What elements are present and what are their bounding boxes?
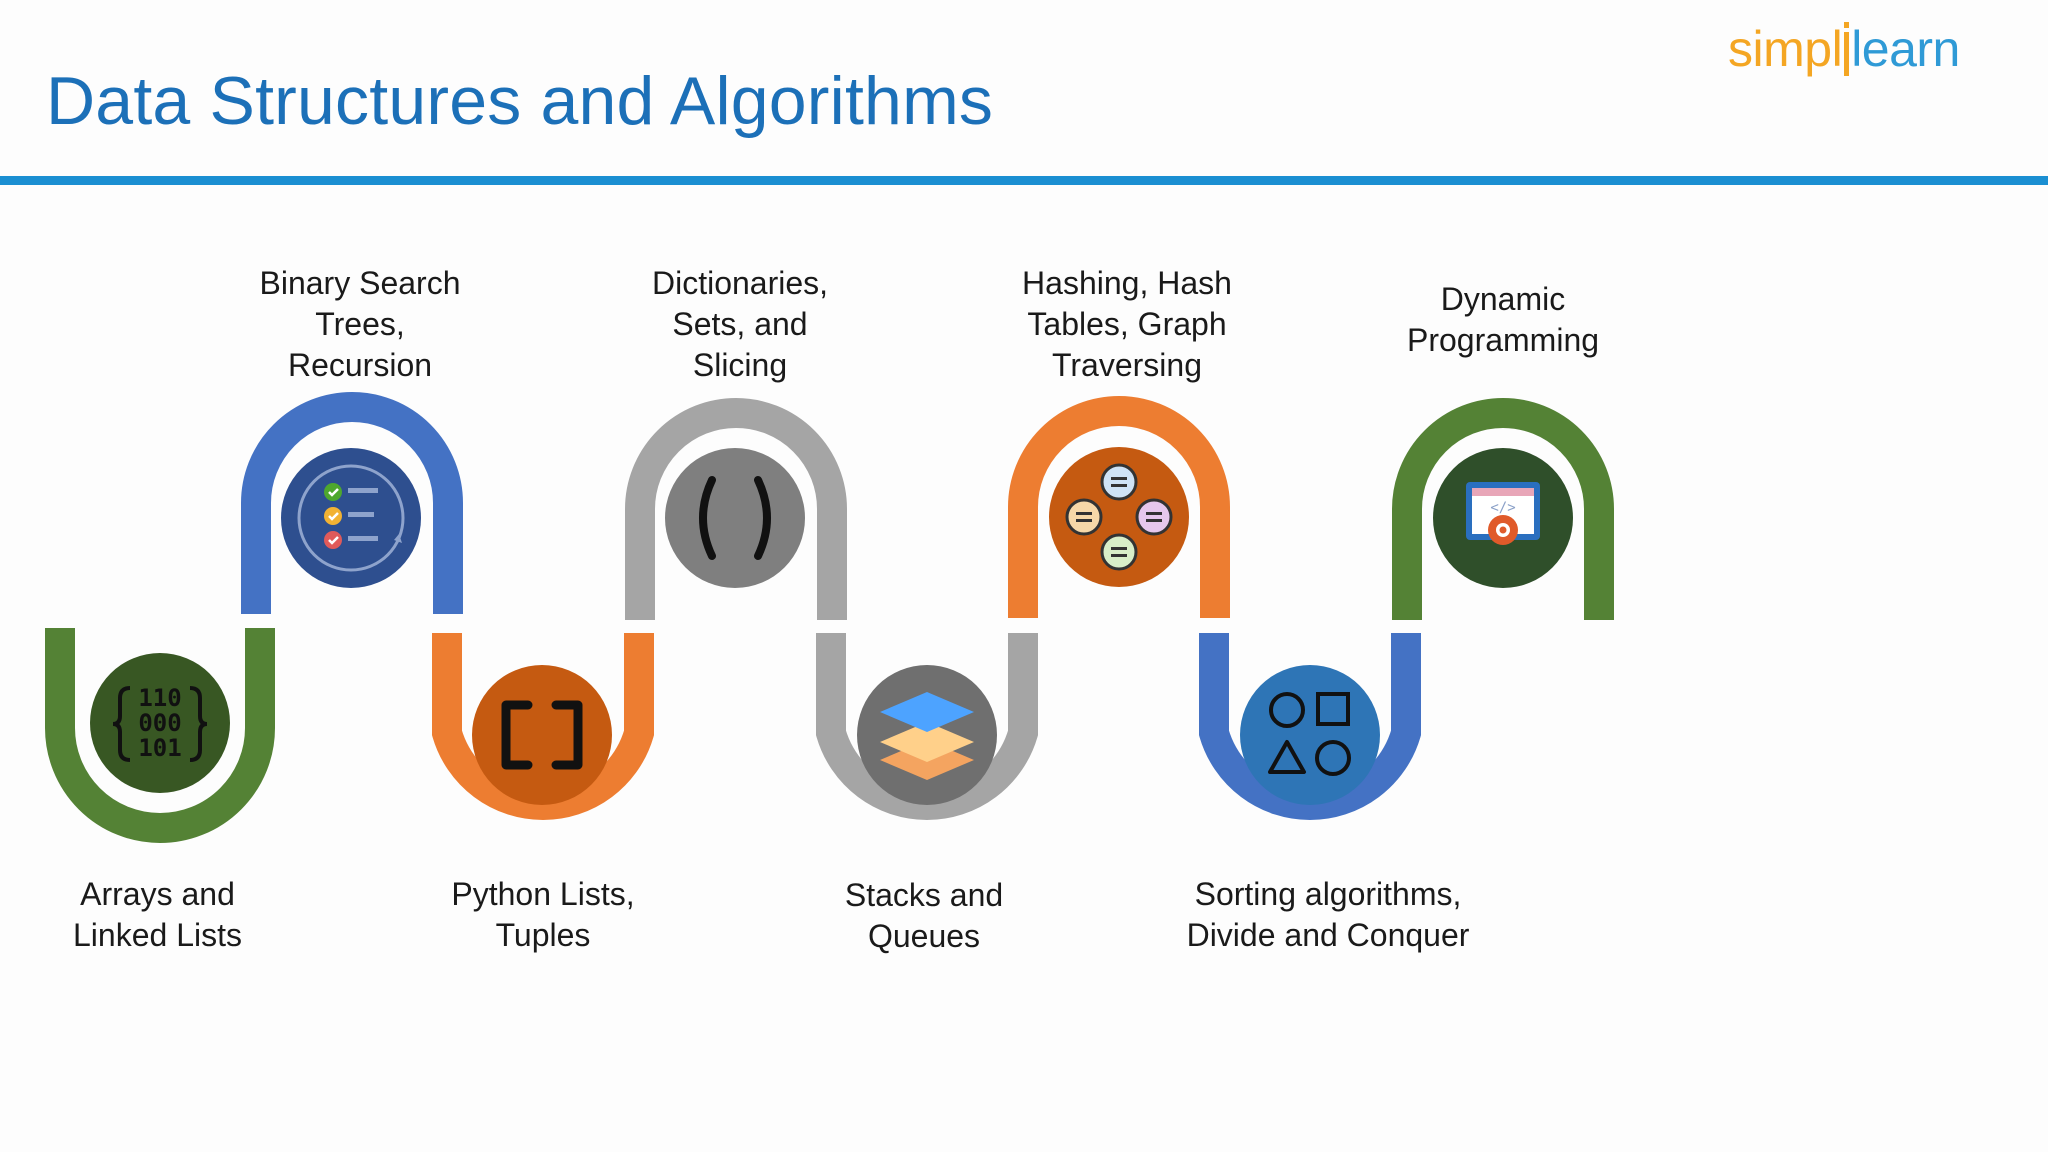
- square-brackets-icon: [472, 665, 612, 805]
- step-label: Arrays and Linked Lists: [40, 874, 275, 956]
- step-label-line: Binary Search: [259, 265, 461, 301]
- shapes-icon: [1240, 665, 1380, 805]
- step-label: Dictionaries, Sets, and Slicing: [600, 263, 880, 386]
- logo-text-simpl: simpl: [1728, 21, 1843, 77]
- step-label: Python Lists, Tuples: [408, 874, 678, 956]
- step-label-line: Traversing: [1052, 347, 1202, 383]
- stacked-layers-icon: [857, 665, 997, 805]
- step-label-line: Linked Lists: [73, 917, 242, 953]
- arc-arrays: [45, 628, 275, 843]
- step-label-line: Stacks and: [844, 877, 1004, 913]
- step-label-line: Programming: [1406, 322, 1600, 358]
- step-label-line: Trees,: [315, 306, 405, 342]
- step-label: Dynamic Programming: [1363, 279, 1643, 361]
- page-title: Data Structures and Algorithms: [46, 63, 994, 139]
- title-divider: [0, 176, 2048, 185]
- checklist-icon: [281, 448, 421, 588]
- step-label: Stacks and Queues: [794, 875, 1054, 957]
- step-label-line: Arrays and: [80, 876, 235, 912]
- svg-text:101: 101: [138, 734, 181, 762]
- step-label: Hashing, Hash Tables, Graph Traversing: [987, 263, 1267, 386]
- step-label: Binary Search Trees, Recursion: [220, 263, 500, 386]
- svg-text:110: 110: [138, 684, 181, 712]
- arc-dynamic: [1392, 398, 1614, 620]
- logo-text-learn: learn: [1851, 21, 1960, 77]
- arc-hashing: [1008, 396, 1230, 618]
- step-label-line: Tuples: [495, 917, 591, 953]
- step-label-line: Divide and Conquer: [1186, 917, 1470, 953]
- step-label-line: Hashing, Hash: [1022, 265, 1232, 301]
- svg-text:000: 000: [138, 709, 181, 737]
- step-label-line: Slicing: [692, 347, 788, 383]
- step-label-line: Queues: [867, 918, 981, 954]
- code-gear-icon: </>: [1433, 448, 1573, 588]
- parentheses-icon: [665, 448, 805, 588]
- step-label-line: Sorting algorithms,: [1194, 876, 1462, 912]
- binary-data-icon: 110 000 101: [90, 653, 230, 793]
- step-label-line: Recursion: [287, 347, 433, 383]
- hash-nodes-icon: [1049, 447, 1189, 587]
- arc-dictionaries: [625, 398, 847, 620]
- step-label: Sorting algorithms, Divide and Conquer: [1158, 874, 1498, 956]
- step-label-line: Tables, Graph: [1027, 306, 1227, 342]
- step-label-line: Python Lists,: [451, 876, 635, 912]
- step-label-line: Sets, and: [672, 306, 808, 342]
- svg-text:</>: </>: [1490, 500, 1515, 516]
- step-label-line: Dictionaries,: [651, 265, 829, 301]
- step-label-line: Dynamic: [1440, 281, 1566, 317]
- arc-bst: [241, 392, 463, 614]
- logo-bar-icon: [1844, 22, 1850, 76]
